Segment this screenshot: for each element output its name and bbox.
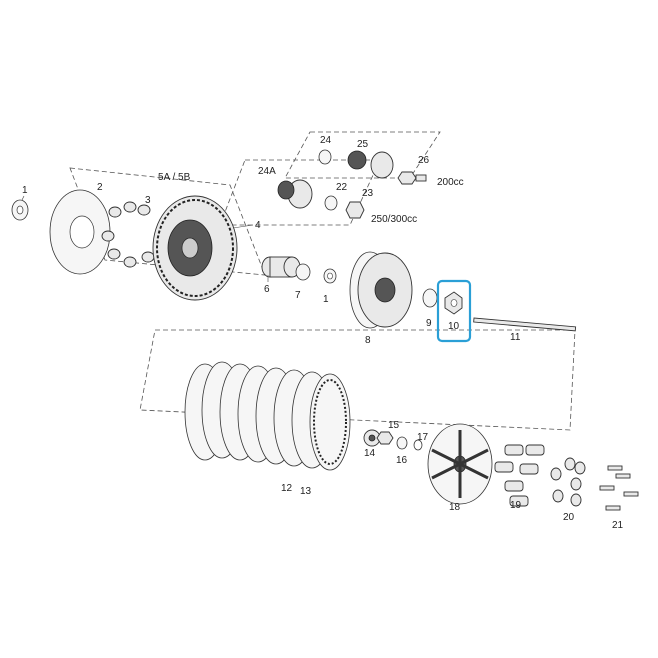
- callout-10: 10: [448, 321, 460, 332]
- highlight-box-part-10: [436, 279, 472, 343]
- callout-16: 16: [396, 455, 408, 466]
- part-23-nut[interactable]: [345, 201, 365, 219]
- callout-2: 2: [97, 182, 103, 193]
- part-25-gear[interactable]: [347, 150, 394, 179]
- part-6-spacer[interactable]: [261, 256, 301, 278]
- callout-3: 3: [145, 195, 151, 206]
- group-box-clutch-pack: [139, 329, 576, 431]
- part-1-washer[interactable]: [11, 199, 29, 221]
- callout-23: 23: [362, 188, 374, 199]
- callout-21: 21: [612, 520, 624, 531]
- callout-1: 1: [22, 185, 28, 196]
- part-20-retainers[interactable]: [550, 457, 586, 507]
- variant-250-300cc: 250/300cc: [371, 214, 417, 225]
- part-17-ring[interactable]: [413, 439, 423, 451]
- callout-1b: 1: [323, 294, 329, 305]
- part-8-inner-hub[interactable]: [349, 251, 413, 329]
- part-18-pressure-plate[interactable]: [427, 423, 493, 505]
- callout-6: 6: [264, 284, 270, 295]
- callout-9: 9: [426, 318, 432, 329]
- part-16-washer[interactable]: [396, 436, 408, 450]
- callout-18: 18: [449, 502, 461, 513]
- part-24-washer[interactable]: [318, 149, 332, 165]
- callout-11: 11: [510, 332, 521, 343]
- part-26-bolt[interactable]: [397, 171, 427, 185]
- callout-20: 20: [563, 512, 575, 523]
- part-4-clutch-basket[interactable]: [152, 195, 238, 301]
- part-2-disc[interactable]: [49, 189, 111, 275]
- callout-22: 22: [336, 182, 348, 193]
- part-3-dampers[interactable]: [101, 201, 155, 268]
- part-24a-gear[interactable]: [277, 179, 313, 209]
- callout-7: 7: [295, 290, 301, 301]
- callout-13: 13: [300, 486, 312, 497]
- callout-26: 26: [418, 155, 430, 166]
- callout-24a: 24A: [258, 166, 276, 177]
- callout-14: 14: [364, 448, 376, 459]
- part-11-push-rod[interactable]: [473, 317, 577, 332]
- variant-200cc: 200cc: [437, 177, 464, 188]
- callout-5a-5b: 5A / 5B: [158, 172, 191, 183]
- part-12-13-clutch-plates[interactable]: [184, 361, 351, 471]
- part-21-bolts[interactable]: [599, 465, 639, 511]
- part-22-washer[interactable]: [324, 195, 338, 211]
- callout-24: 24: [320, 135, 332, 146]
- part-7-bushing[interactable]: [295, 263, 311, 281]
- callout-25: 25: [357, 139, 369, 150]
- group-box-250cc: [219, 159, 381, 226]
- part-15-nut[interactable]: [376, 431, 394, 445]
- callout-12: 12: [281, 483, 293, 494]
- part-9-lock-washer[interactable]: [422, 288, 438, 308]
- part-10-nut[interactable]: [444, 291, 463, 315]
- callout-15: 15: [388, 420, 400, 431]
- callout-4: 4: [255, 220, 261, 231]
- part-1-washer-2[interactable]: [323, 268, 337, 284]
- callout-8: 8: [365, 335, 371, 346]
- callout-17: 17: [417, 432, 429, 443]
- part-19-springs[interactable]: [494, 444, 545, 507]
- callout-19: 19: [510, 500, 522, 511]
